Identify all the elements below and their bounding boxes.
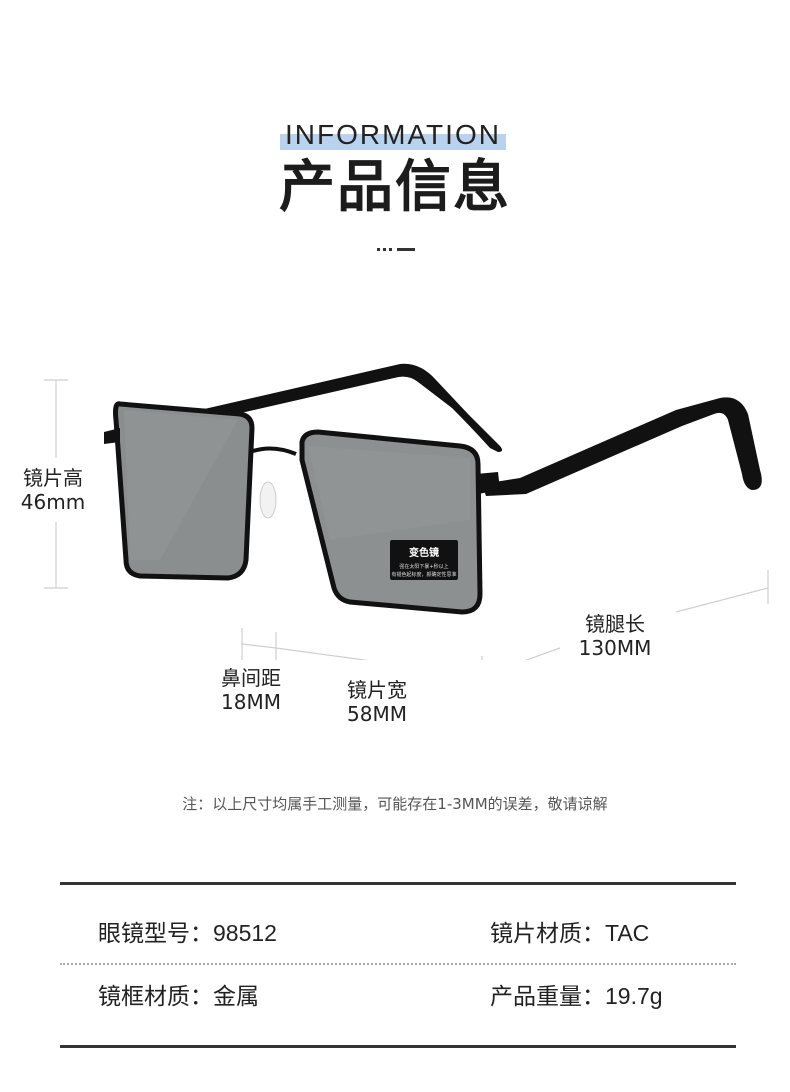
right-temple-arm <box>482 397 762 496</box>
table-top-rule <box>60 882 736 885</box>
measure-label: 镜腿长 <box>585 612 645 636</box>
header-highlight-bar <box>280 134 506 150</box>
divider-dash <box>397 248 415 251</box>
left-temple-arm <box>150 363 503 452</box>
spec-key: 眼镜型号： <box>98 921 213 947</box>
divider-dot <box>377 248 380 251</box>
spec-weight: 产品重量：19.7g <box>490 981 663 1012</box>
spec-key: 镜框材质： <box>98 984 213 1010</box>
divider-dot <box>389 248 392 251</box>
measure-value: 18MM <box>221 690 281 714</box>
measure-label: 镜片高 <box>23 466 83 490</box>
spec-value: 98512 <box>213 920 277 946</box>
measure-value: 46mm <box>20 490 86 514</box>
table-bottom-rule <box>60 1045 736 1048</box>
measure-bridge: 鼻间距 18MM <box>206 666 296 714</box>
divider-dot <box>383 248 386 251</box>
spec-frame-material: 镜框材质：金属 <box>98 981 259 1012</box>
frame-bridge <box>249 446 297 456</box>
sunglasses-product-image: 变色镜 强在太阳下暴+秒以上 有褪色起标度，颜确定性思准 <box>44 363 769 660</box>
header-divider <box>377 248 417 252</box>
measure-label: 镜片宽 <box>347 678 407 702</box>
header-title-cn: 产品信息 <box>279 155 511 220</box>
measurement-note: 注：以上尺寸均属手工测量，可能存在1-3MM的误差，敬请谅解 <box>182 795 608 813</box>
nose-pad-left <box>259 481 277 519</box>
spec-value: 19.7g <box>605 983 663 1009</box>
spec-model: 眼镜型号：98512 <box>98 918 277 949</box>
header-en-block: INFORMATION <box>280 118 506 152</box>
measure-temple-length: 镜腿长 130MM <box>560 612 670 660</box>
measure-lens-height: 镜片高 46mm <box>8 466 98 514</box>
spec-lens-material: 镜片材质：TAC <box>490 918 649 949</box>
sticker-title: 变色镜 <box>409 546 439 559</box>
measure-value: 58MM <box>347 702 407 726</box>
left-lens <box>113 401 255 581</box>
sticker-line-1: 强在太阳下暴+秒以上 <box>399 563 448 570</box>
spec-key: 产品重量： <box>490 984 605 1010</box>
measure-value: 130MM <box>578 636 652 660</box>
measure-guides <box>44 379 769 660</box>
measure-label: 鼻间距 <box>221 666 281 690</box>
spec-value: 金属 <box>213 983 259 1009</box>
sticker-line-2: 有褪色起标度，颜确定性思准 <box>391 571 456 578</box>
spec-value: TAC <box>605 920 650 946</box>
table-row-divider <box>60 963 736 965</box>
measure-lens-width: 镜片宽 58MM <box>332 678 422 726</box>
photochromic-sticker: 变色镜 强在太阳下暴+秒以上 有褪色起标度，颜确定性思准 <box>390 540 458 580</box>
header-title-en: INFORMATION <box>285 119 501 150</box>
spec-key: 镜片材质： <box>490 921 605 947</box>
